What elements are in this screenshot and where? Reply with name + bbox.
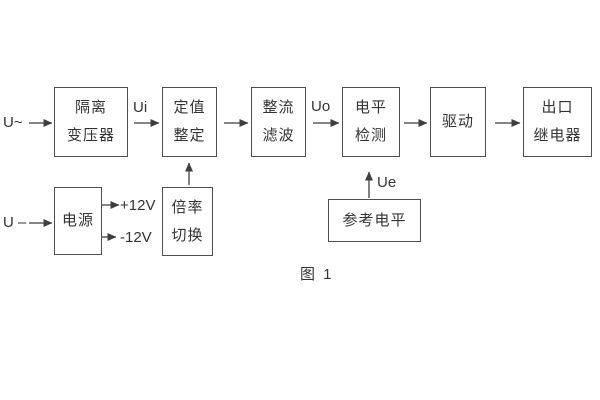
block-driver: 驱动 [430,87,486,157]
figure-caption: 图 1 [300,266,334,283]
signal-label-ui: Ui [133,99,148,116]
block-rectifier-filter: 整流 滤波 [251,87,306,157]
block-ratio-switch: 倍率 切换 [162,187,213,256]
signal-label-ue: Ue [377,174,397,191]
block-level-detection: 电平 检测 [342,87,400,157]
block-label: 隔离 [74,99,107,116]
block-label: 变压器 [66,127,115,144]
block-label: 整定 [173,127,206,144]
signal-label-uo: Uo [311,98,331,115]
block-label: 检测 [354,127,387,144]
block-label: 参考电平 [342,211,407,229]
signal-label-plus-12v: +12V [120,197,156,214]
block-label: 整流 [262,99,295,116]
block-setting-adjustment: 定值 整定 [162,87,217,157]
block-output-relay: 出口 继电器 [523,87,592,157]
signal-label-dc-input: U – [3,214,27,231]
block-label: 定值 [173,99,206,116]
block-power-supply: 电源 [54,187,102,255]
block-label: 驱动 [441,113,474,130]
signal-label-ac-input: U~ [3,114,23,131]
block-label: 电源 [61,212,94,229]
block-label: 切换 [171,226,204,244]
block-label: 倍率 [171,198,204,216]
block-label: 电平 [354,99,387,116]
block-isolation-transformer: 隔离 变压器 [54,87,128,157]
block-label: 滤波 [262,127,295,144]
block-label: 继电器 [533,127,582,144]
block-reference-level: 参考电平 [328,199,421,242]
block-label: 出口 [541,99,574,116]
signal-label-minus-12v: -12V [120,229,152,246]
